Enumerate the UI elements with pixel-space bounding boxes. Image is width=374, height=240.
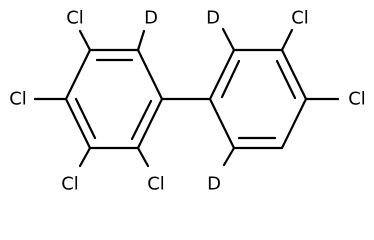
double-bond-inner [74,97,97,140]
bond [280,97,308,150]
cl-bottom-left-label: Cl [61,174,79,195]
bond-d-top-left [136,29,146,52]
bond-d-bottom-right [222,146,236,167]
chemical-structure: Cl D D Cl Cl Cl Cl Cl D [9,8,366,195]
cl-top-left-label: Cl [66,8,84,29]
bond [136,97,164,150]
cl-bottom-mid-label: Cl [147,174,165,195]
d-bottom-right-label: D [207,174,221,195]
bond [208,48,236,101]
bond-cl-bottom-mid [136,146,150,168]
cl-left-label: Cl [9,89,27,110]
double-bond-inner [275,59,297,100]
right-benzene-ring [208,48,308,150]
bond-cl-top-left [78,29,92,52]
double-bond-inner [220,59,241,99]
bond-cl-bottom-left [78,146,92,168]
cl-top-right-label: Cl [291,8,309,29]
substituent-bonds [33,27,340,168]
bond [280,48,308,101]
d-top-left-label: D [144,8,158,29]
bond-cl-top-right [280,28,294,52]
d-top-right-label: D [206,8,220,29]
bond [64,97,92,150]
atom-labels: Cl D D Cl Cl Cl Cl Cl D [9,8,366,195]
left-benzene-ring [64,48,164,150]
double-bond-inner [130,99,153,141]
bond [208,97,236,150]
bond [136,48,164,101]
bond-d-top-right [221,27,236,52]
cl-right-label: Cl [348,89,366,110]
bond [64,48,92,101]
